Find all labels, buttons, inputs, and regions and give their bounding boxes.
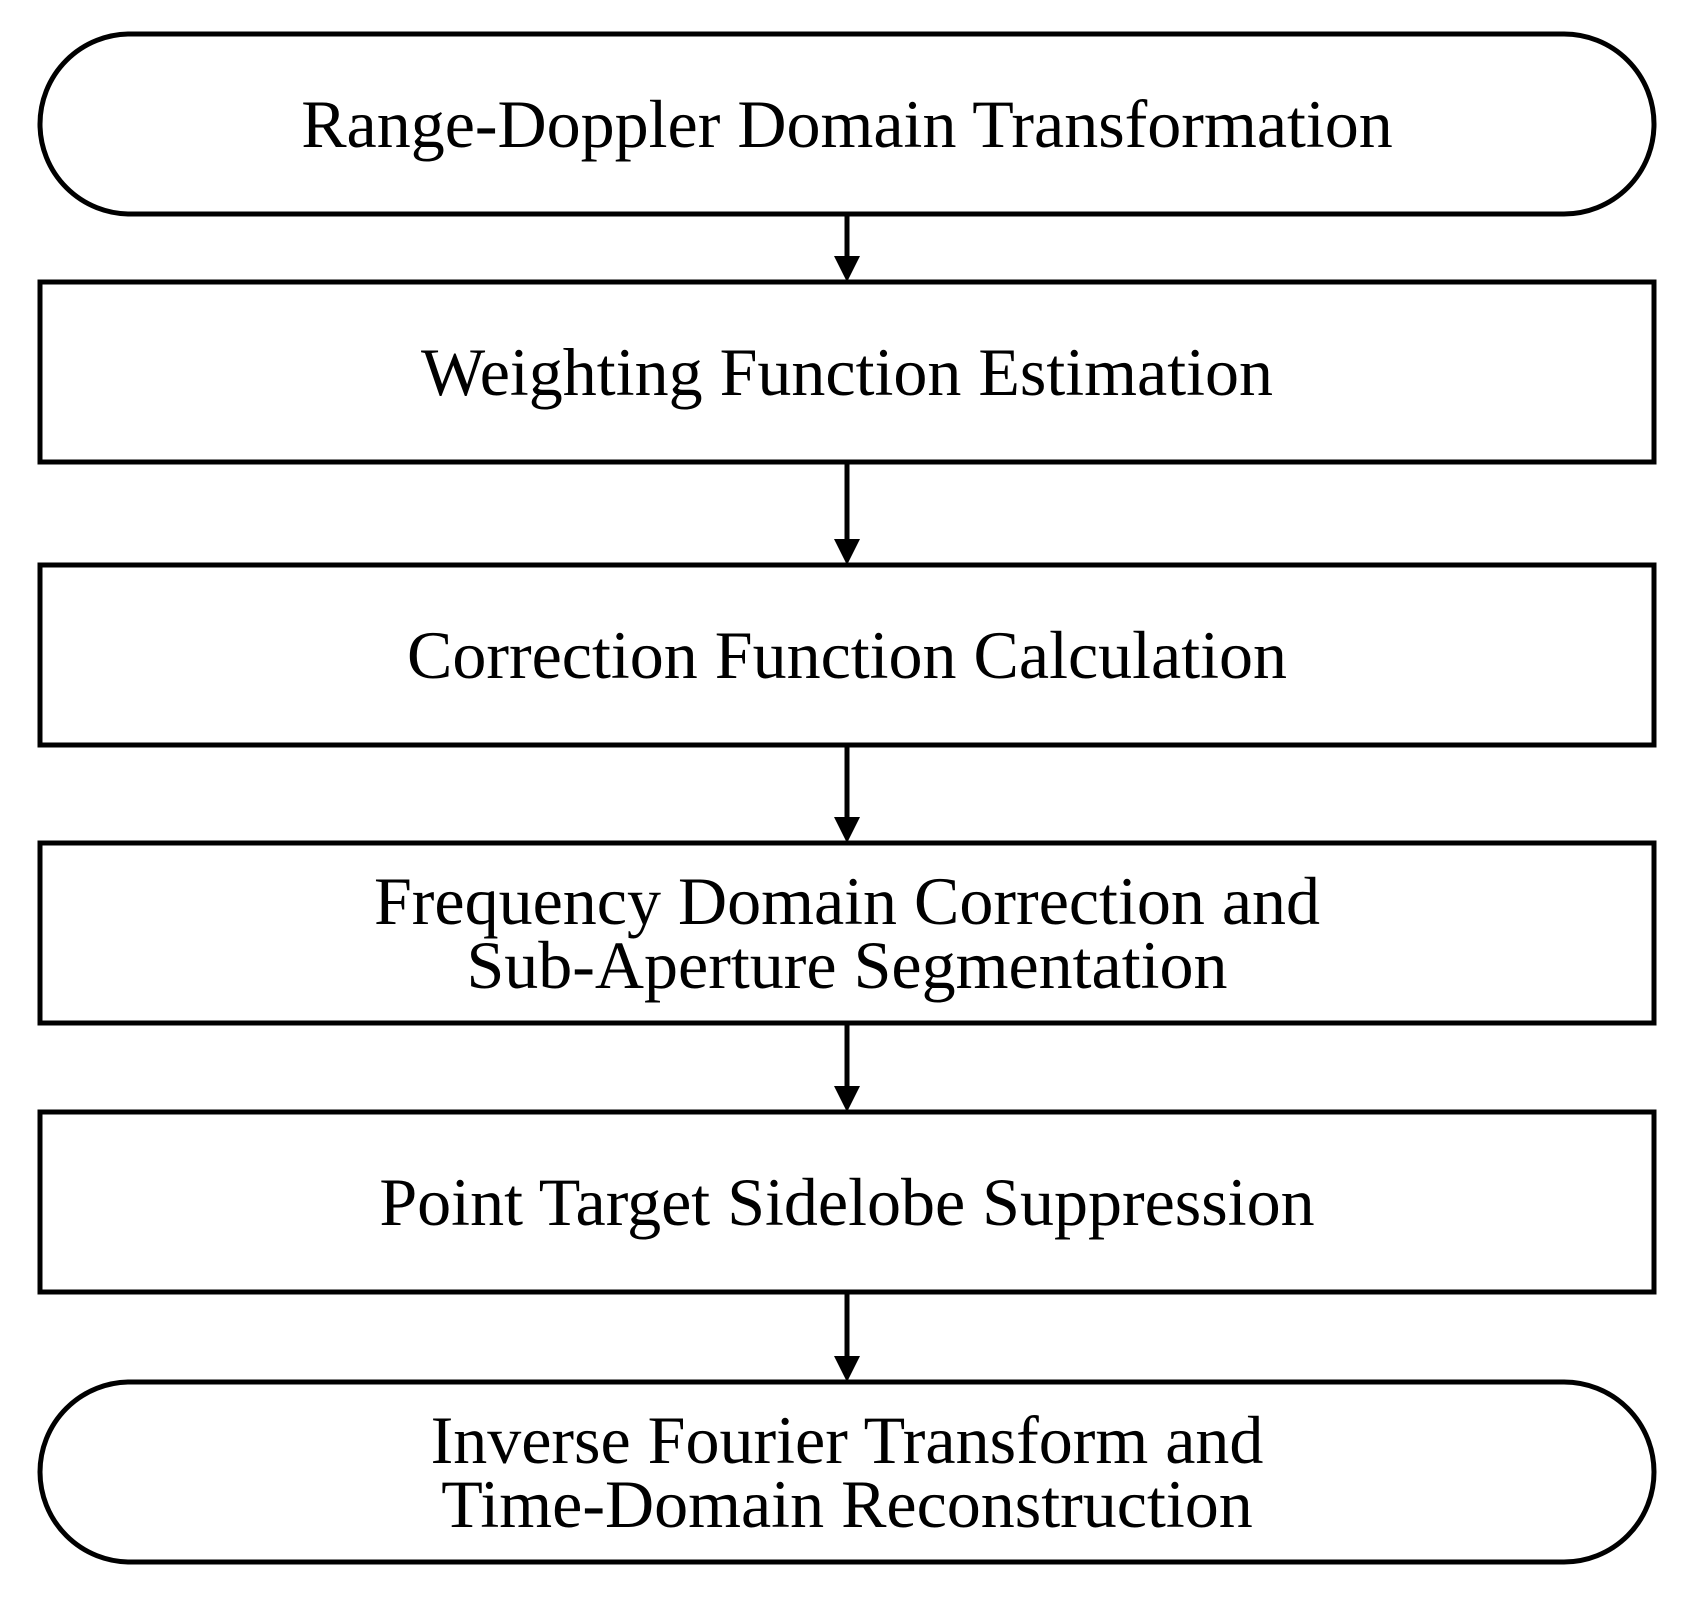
flow-arrow-freq-correction-to-sidelobe xyxy=(834,1023,860,1112)
arrow-head xyxy=(834,256,860,282)
flow-arrow-sidelobe-to-inverse-fourier xyxy=(834,1292,860,1382)
edges-layer xyxy=(834,214,860,1382)
process-box xyxy=(37,562,1657,748)
node-label-line: Weighting Function Estimation xyxy=(421,334,1273,410)
arrow-head xyxy=(834,1086,860,1112)
flow-arrow-weighting-to-correction xyxy=(834,462,860,565)
node-label-line: Time-Domain Reconstruction xyxy=(441,1466,1253,1542)
flow-node-range-doppler: Range-Doppler Domain Transformation xyxy=(37,31,1657,217)
terminal-shape xyxy=(37,1379,1657,1565)
flow-node-correction: Correction Function Calculation xyxy=(37,562,1657,748)
node-label-line: Range-Doppler Domain Transformation xyxy=(301,86,1393,162)
flow-node-freq-correction: Frequency Domain Correction andSub-Apert… xyxy=(37,840,1657,1026)
node-label-line: Sub-Aperture Segmentation xyxy=(466,927,1227,1003)
node-label-line: Frequency Domain Correction and xyxy=(374,863,1320,939)
node-label-line: Point Target Sidelobe Suppression xyxy=(379,1164,1314,1240)
process-box xyxy=(37,840,1657,1026)
arrow-head xyxy=(834,817,860,843)
flow-node-weighting: Weighting Function Estimation xyxy=(37,279,1657,465)
arrow-head xyxy=(834,539,860,565)
node-label-line: Inverse Fourier Transform and xyxy=(431,1402,1264,1478)
flow-node-sidelobe: Point Target Sidelobe Suppression xyxy=(37,1109,1657,1295)
terminal-shape xyxy=(37,31,1657,217)
process-box xyxy=(37,1109,1657,1295)
process-box xyxy=(37,279,1657,465)
flow-arrow-range-doppler-to-weighting xyxy=(834,214,860,282)
flow-node-inverse-fourier: Inverse Fourier Transform andTime-Domain… xyxy=(37,1379,1657,1565)
nodes-layer: Range-Doppler Domain TransformationWeigh… xyxy=(37,31,1657,1565)
flow-arrow-correction-to-freq-correction xyxy=(834,745,860,843)
node-label-line: Correction Function Calculation xyxy=(407,617,1287,693)
arrow-head xyxy=(834,1356,860,1382)
